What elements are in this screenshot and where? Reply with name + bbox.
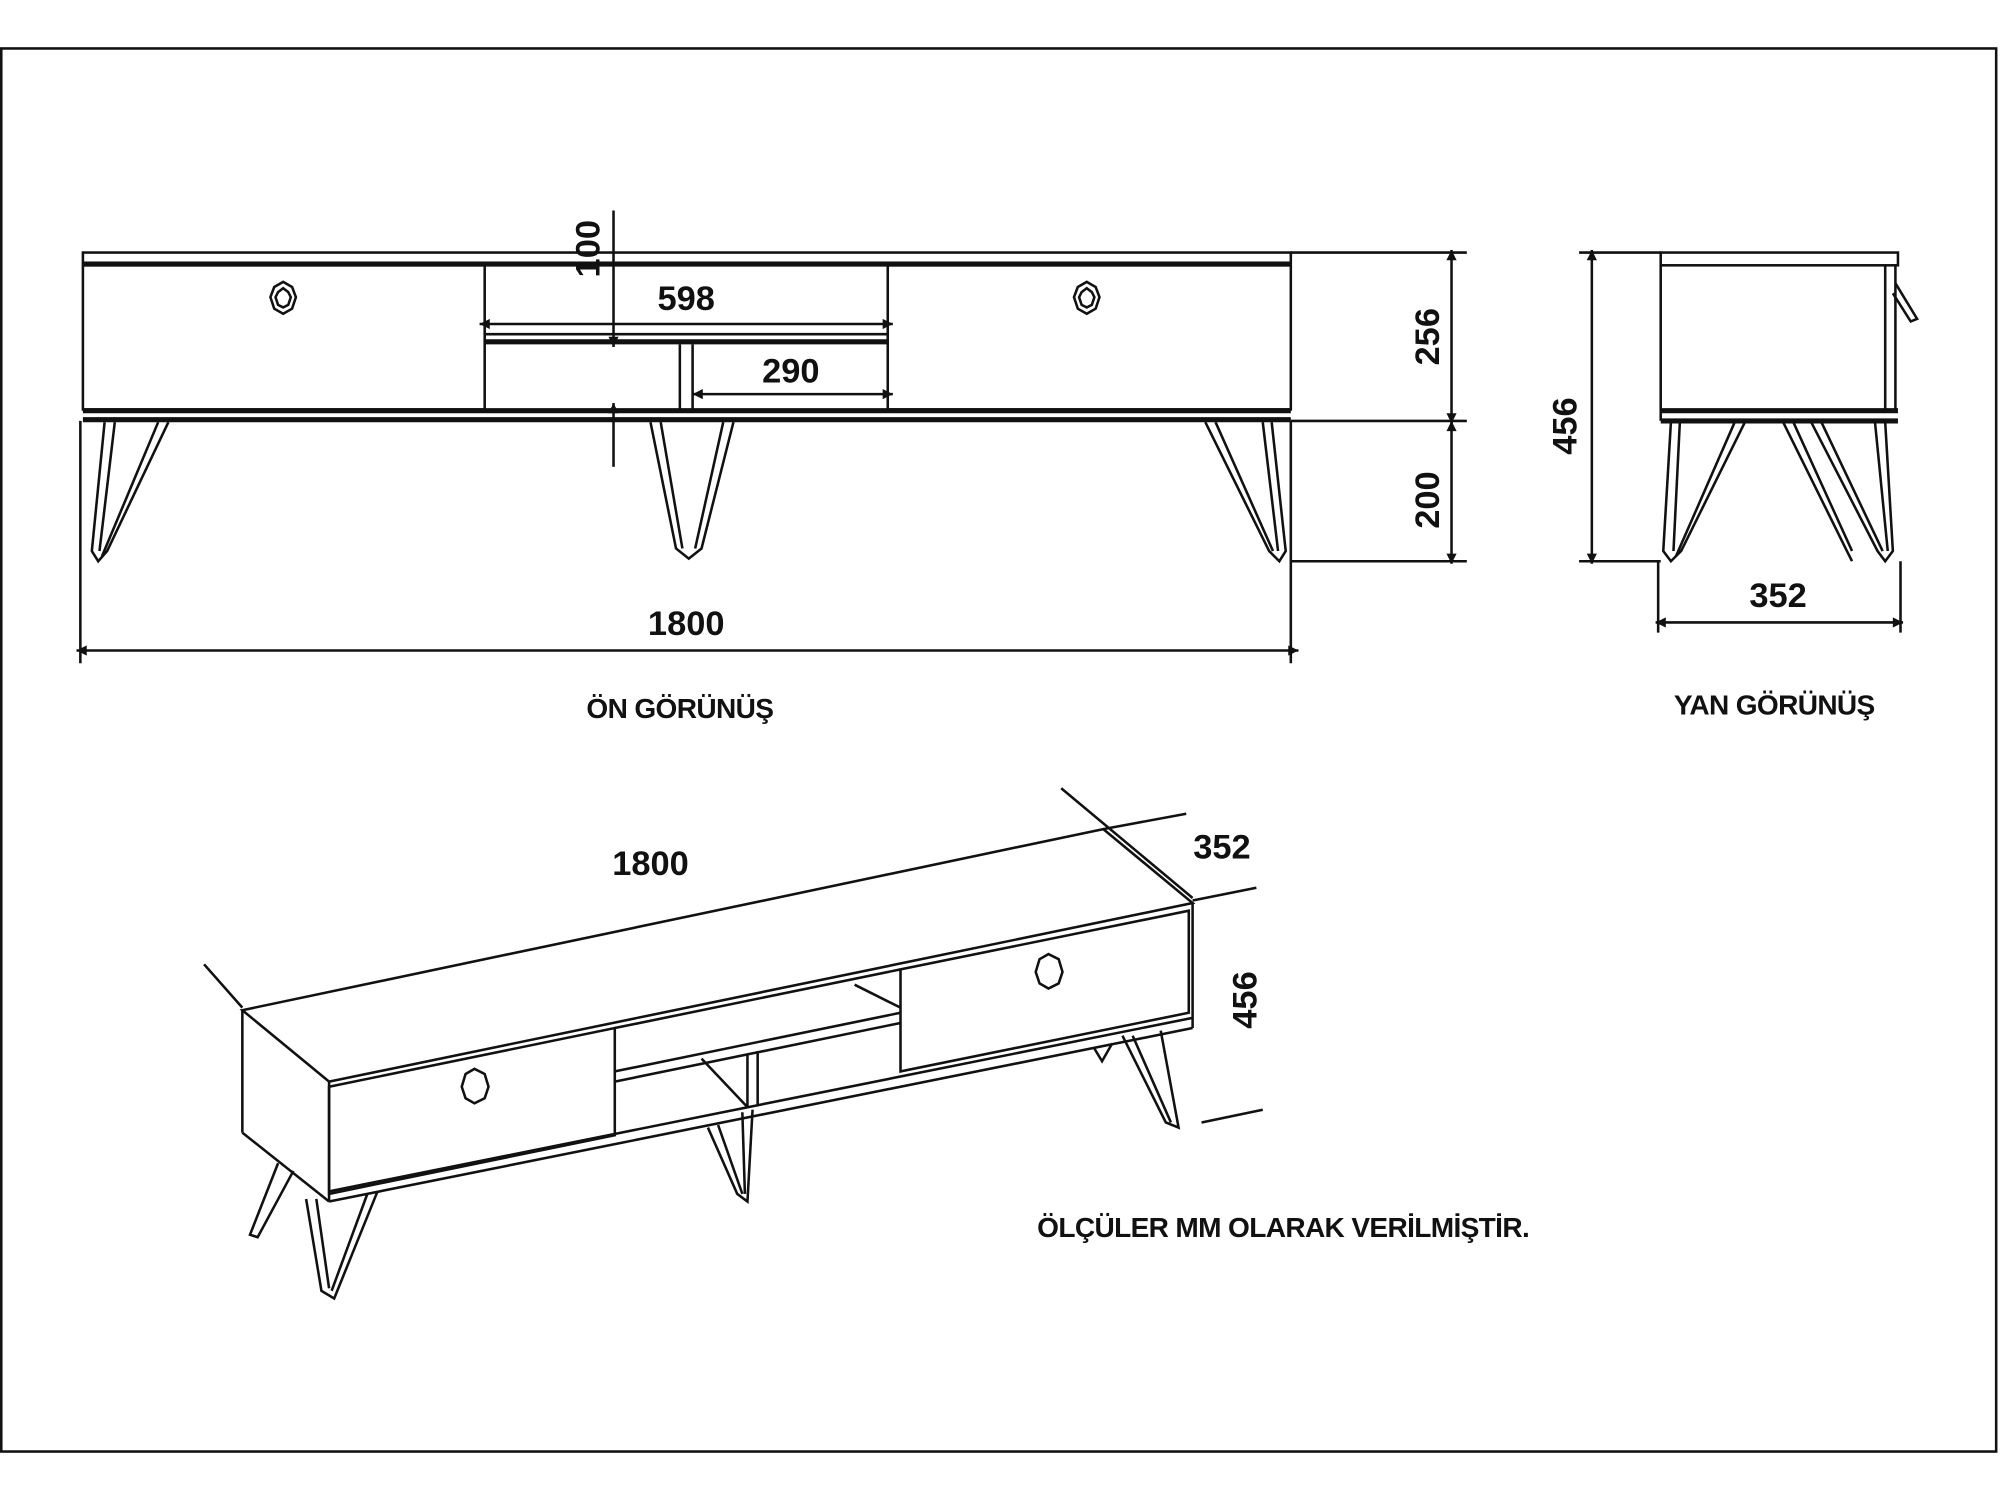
drawer xyxy=(899,909,1191,1073)
knob-icon xyxy=(269,280,298,316)
knob-icon xyxy=(1034,952,1064,990)
dim-side-height: 456 xyxy=(1547,397,1585,454)
front-view: 100 598 290 256 200 1800 ÖN GÖRÜNÜŞ xyxy=(76,210,1467,724)
perspective-view: 1800 352 456 xyxy=(203,787,1264,1301)
side-view: 456 352 YAN GÖRÜNÜŞ xyxy=(1547,250,1919,720)
leg xyxy=(90,421,170,564)
units-note: ÖLÇÜLER MM OLARAK VERİLMİŞTİR. xyxy=(1037,1212,1529,1243)
dim-open-width: 598 xyxy=(658,280,715,318)
dim-persp-height: 456 xyxy=(1226,971,1264,1028)
dim-body-height: 256 xyxy=(1409,308,1447,365)
drawer xyxy=(327,1026,617,1196)
front-view-title: ÖN GÖRÜNÜŞ xyxy=(586,693,773,724)
left-drawer xyxy=(81,264,486,411)
dim-persp-depth: 352 xyxy=(1193,828,1250,866)
leg xyxy=(1204,421,1288,564)
drawing-border xyxy=(0,47,1998,1453)
dim-shelf-height: 100 xyxy=(569,220,607,277)
knob-icon xyxy=(1072,280,1101,316)
right-drawer xyxy=(886,264,1293,411)
side-view-title: YAN GÖRÜNÜŞ xyxy=(1674,689,1875,720)
knob-icon xyxy=(460,1067,490,1105)
leg xyxy=(649,421,735,561)
dim-total-width: 1800 xyxy=(648,605,725,643)
dim-leg-height: 200 xyxy=(1409,471,1447,528)
dim-side-depth: 352 xyxy=(1749,577,1806,615)
dim-persp-width: 1800 xyxy=(612,845,689,883)
dim-compartment-width: 290 xyxy=(762,353,819,391)
